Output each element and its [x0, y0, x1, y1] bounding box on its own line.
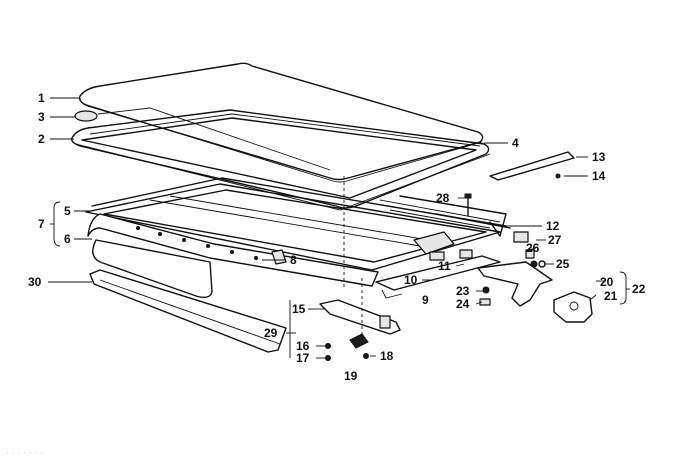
callout-23: 23	[456, 284, 470, 298]
callout-14: 14	[592, 169, 606, 183]
callout-7: 7	[38, 217, 45, 231]
gasket-part	[74, 107, 331, 171]
callout-27: 27	[548, 233, 562, 247]
callout-19: 19	[344, 369, 358, 383]
frame-seal-part	[70, 109, 491, 211]
callout-21: 21	[604, 289, 618, 303]
callout-28: 28	[436, 191, 450, 205]
long-strip-part	[89, 269, 287, 353]
nut-25-part	[530, 260, 546, 268]
group-brackets	[50, 201, 630, 358]
callout-6: 6	[64, 232, 71, 246]
bolts-16-17-18-part	[325, 343, 369, 361]
callout-20: 20	[600, 275, 614, 289]
callout-12: 12	[546, 219, 560, 233]
callout-5: 5	[64, 204, 71, 218]
callout-2: 2	[38, 132, 45, 146]
callout-15: 15	[292, 302, 306, 316]
guide-frame-part	[85, 177, 507, 299]
callout-17: 17	[296, 351, 310, 365]
callout-9: 9	[422, 293, 429, 307]
callout-16: 16	[296, 339, 310, 353]
callout-11: 11	[438, 259, 451, 273]
sunroof-lid-part	[78, 62, 484, 183]
callout-leaders	[48, 97, 604, 359]
side-bracket-part	[477, 261, 593, 323]
alignment-guides	[343, 176, 363, 340]
rod-part	[435, 213, 511, 237]
callout-26: 26	[526, 241, 540, 255]
callout-24: 24	[456, 297, 470, 311]
slide-part	[319, 299, 401, 335]
lower-rail-part	[375, 249, 501, 299]
screw-28-part	[464, 193, 472, 217]
callout-13: 13	[592, 150, 606, 164]
callout-22: 22	[632, 282, 646, 296]
bracket-26-27-part	[513, 231, 535, 259]
callout-25: 25	[556, 257, 570, 271]
callout-4: 4	[512, 136, 519, 150]
pad-part	[349, 333, 369, 349]
callout-30: 30	[28, 275, 42, 289]
callout-10: 10	[404, 273, 418, 287]
callout-8: 8	[290, 253, 297, 267]
callout-29: 29	[264, 326, 278, 340]
deflector-part	[489, 151, 575, 181]
watermark: · · · · · · ·	[6, 449, 43, 459]
callout-1: 1	[38, 91, 45, 105]
callout-labels: 1 3 2 4 5 7 6 30 8 13 14 28 12 27 26 25 …	[28, 91, 646, 383]
fastener-23-24-part	[479, 286, 491, 306]
callout-3: 3	[38, 110, 45, 124]
callout-18: 18	[380, 349, 394, 363]
